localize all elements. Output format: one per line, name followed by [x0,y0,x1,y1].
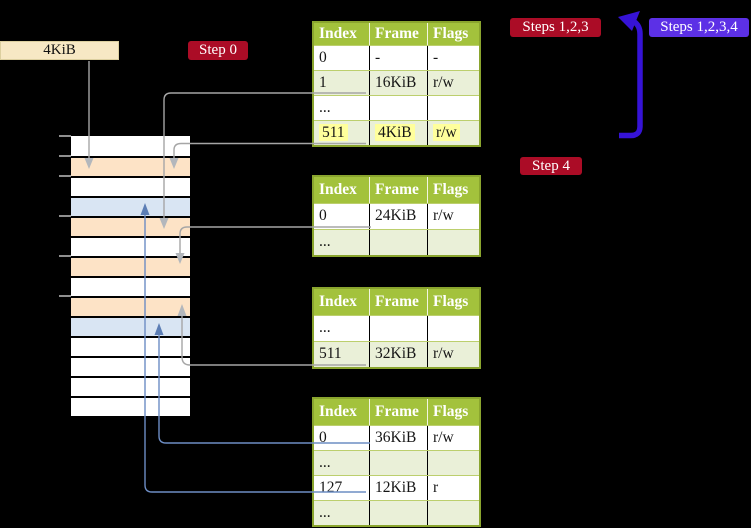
table-cell [369,316,427,341]
memory-frame-row-10 [71,316,190,336]
memory-frame-row-1 [71,136,190,156]
memory-tick-1 [59,135,71,137]
memory-frame-row-2 [71,156,190,176]
memory-frame-row-3 [71,176,190,196]
memory-tick-2 [59,155,71,157]
table-cell: ... [319,504,331,521]
table-cell: 24KiB [369,204,427,229]
table-cell: 511 [319,345,342,362]
loop-arrowhead [618,11,640,31]
table-cell [427,451,479,475]
table-cell [369,451,427,475]
table-cell [369,230,427,255]
column-header-frame: Frame [369,177,427,203]
memory-frame-row-6 [71,236,190,256]
physical-memory-strip [71,136,190,416]
table-cell: ... [319,319,331,336]
table-cell: r/w [427,204,479,229]
badge-steps-1-2-3: Steps 1,2,3 [510,18,601,37]
highlighted-value: 4KiB [375,124,415,141]
memory-tick-6 [59,295,71,297]
table-cell: r [427,476,479,500]
badge-step-0: Step 0 [188,41,248,60]
table-cell: r/w [427,121,479,145]
frame-size-box: 4KiB [0,41,119,60]
table-cell [369,96,427,120]
column-header-frame: Frame [369,23,427,45]
table-cell: 0 [319,429,327,446]
table-row: 511 4KiB r/w [314,120,479,145]
table-cell [369,501,427,525]
table-cell: r/w [427,71,479,95]
table-row: 0 -- [314,45,479,70]
table-cell: 12KiB [369,476,427,500]
table-cell: ... [319,233,331,250]
column-header-flags: Flags [427,399,479,425]
table-cell: 1 [319,74,327,91]
table-cell: ... [319,99,331,116]
memory-frame-row-4 [71,196,190,216]
column-header-index: Index [319,25,357,42]
table-cell: 127 [319,479,343,496]
column-header-index: Index [319,403,357,420]
column-header-index: Index [319,181,357,198]
badge-step-4: Step 4 [520,157,582,175]
memory-frame-row-12 [71,356,190,376]
table-cell: - [369,46,427,70]
memory-tick-3 [59,175,71,177]
table-row: ... [314,95,479,120]
table-row: ... [314,315,479,341]
column-header-flags: Flags [427,177,479,203]
memory-frame-row-7 [71,256,190,276]
memory-frame-row-14 [71,396,190,416]
memory-frame-row-13 [71,376,190,396]
table-cell: 0 [319,207,327,224]
table-row: ... [314,229,479,255]
highlighted-value: r/w [433,124,460,141]
table-cell: 511 [314,121,369,145]
table-cell [427,96,479,120]
table-cell: 16KiB [369,71,427,95]
table-cell: 0 [319,49,327,66]
memory-frame-row-5 [71,216,190,236]
column-header-frame: Frame [369,399,427,425]
table-cell: 4KiB [369,121,427,145]
table-cell: ... [319,454,331,471]
table-cell [427,501,479,525]
table-cell [427,230,479,255]
memory-frame-row-11 [71,336,190,356]
loop-arrow-line [619,18,643,139]
table-cell: r/w [427,426,479,450]
column-header-frame: Frame [369,289,427,315]
column-header-flags: Flags [427,289,479,315]
table-row: ... [314,450,479,475]
table-cell [427,316,479,341]
memory-tick-4 [59,215,71,217]
badge-steps-1-2-3-4: Steps 1,2,3,4 [649,18,749,37]
memory-frame-row-9 [71,296,190,316]
memory-tick-5 [59,255,71,257]
column-header-flags: Flags [427,23,479,45]
table-row: ... [314,500,479,525]
table-cell: 36KiB [369,426,427,450]
memory-frame-row-8 [71,276,190,296]
table-cell: 32KiB [369,342,427,367]
table-cell: r/w [427,342,479,367]
column-header-index: Index [319,293,357,310]
highlighted-value: 511 [319,124,348,141]
table-cell: - [427,46,479,70]
